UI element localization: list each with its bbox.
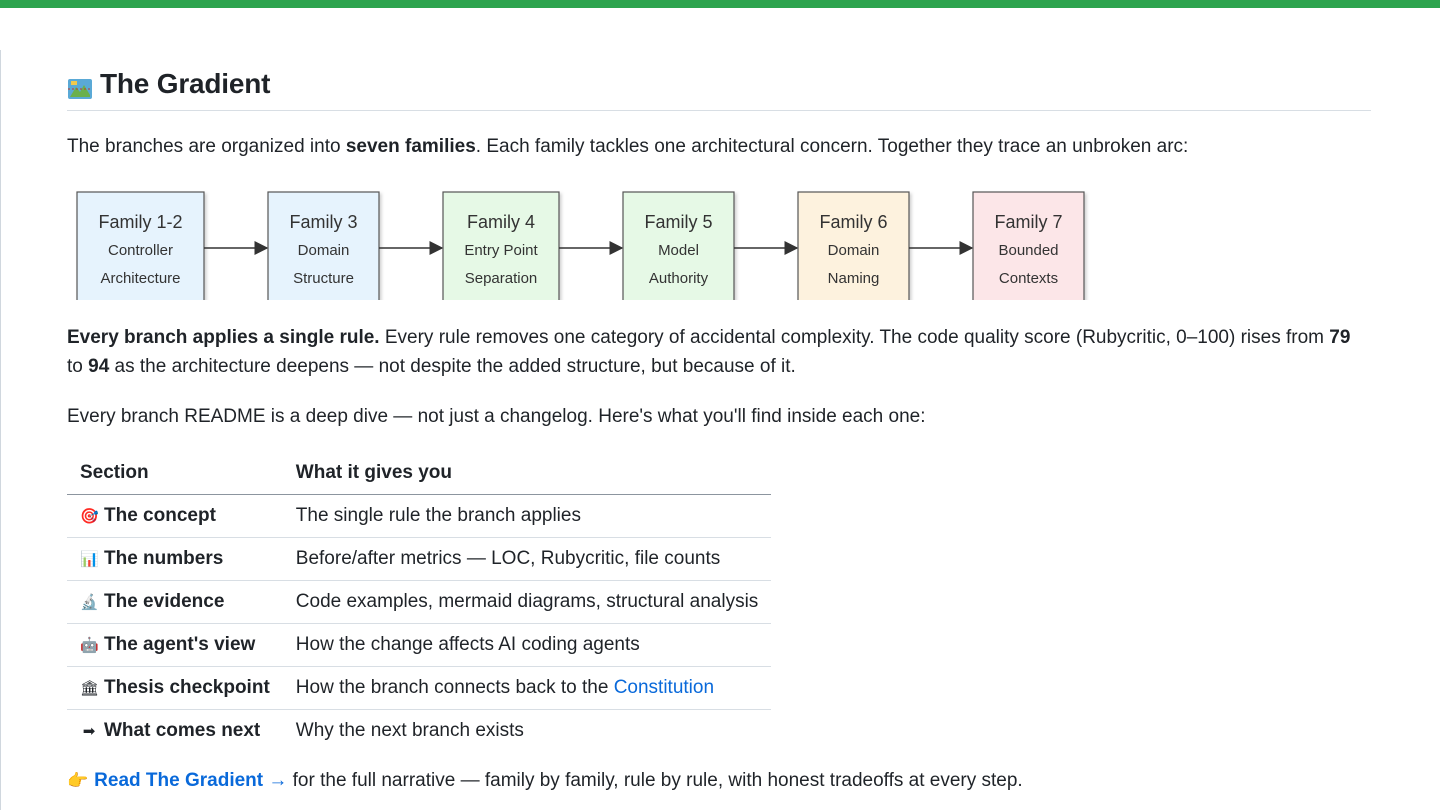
table-row: 🔬 The evidence Code examples, mermaid dia… xyxy=(67,580,772,624)
family-line-2: Separation xyxy=(465,270,538,287)
rule-text-1: Every rule removes one category of accid… xyxy=(379,327,1330,348)
page-title-text: The Gradient xyxy=(100,68,271,99)
table-row: 🤖 The agent's view How the change affects… xyxy=(67,623,772,667)
family-line-1: Model xyxy=(658,242,699,259)
family-line-2: Structure xyxy=(293,270,354,287)
rule-paragraph: Every branch applies a single rule. Ever… xyxy=(67,323,1371,381)
constitution-link[interactable]: Constitution xyxy=(613,677,715,698)
intro-paragraph: The branches are organized into seven fa… xyxy=(67,132,1188,161)
section-name: The agent's view xyxy=(104,634,256,655)
footer-paragraph: 👉 Read The Gradient → for the full narrat… xyxy=(67,766,1023,795)
section-desc: How the change affects AI coding agents xyxy=(282,623,772,667)
family-title: Family 6 xyxy=(819,212,887,232)
family-title: Family 3 xyxy=(289,212,357,232)
family-line-2: Naming xyxy=(828,270,880,287)
table-row: 🎯 The concept The single rule the branch … xyxy=(67,494,772,538)
readme-content: The Gradient The branches are organized … xyxy=(67,64,1371,791)
target-icon: 🎯 xyxy=(80,508,99,525)
page-title: The Gradient xyxy=(67,64,1371,111)
section-desc: Before/after metrics — LOC, Rubycritic, … xyxy=(282,537,772,581)
family-title: Family 5 xyxy=(644,212,712,232)
header-what-it-gives: What it gives you xyxy=(282,452,772,495)
table-header-row: Section What it gives you xyxy=(67,452,772,495)
readme-paragraph: Every branch README is a deep dive — not… xyxy=(67,406,926,427)
family-title: Family 4 xyxy=(467,212,535,232)
family-title: Family 1-2 xyxy=(98,212,182,232)
content-left-border xyxy=(0,50,1,810)
table-row: 🏛Thesis checkpoint How the branch connec… xyxy=(67,666,772,710)
read-the-gradient-link[interactable]: Read The Gradient → xyxy=(94,770,288,791)
section-desc: The single rule the branch applies xyxy=(282,494,772,538)
family-line-1: Domain xyxy=(298,242,350,259)
map-icon xyxy=(67,72,93,99)
section-desc: Code examples, mermaid diagrams, structu… xyxy=(282,580,772,624)
section-name: What comes next xyxy=(104,720,261,741)
section-desc: Why the next branch exists xyxy=(295,720,524,741)
family-line-1: Controller xyxy=(108,242,173,259)
right-arrow-icon: ➡ xyxy=(82,723,96,740)
family-line-2: Contexts xyxy=(999,270,1058,287)
section-name: The evidence xyxy=(104,591,225,612)
robot-icon: 🤖 xyxy=(80,637,99,654)
section-name: Thesis checkpoint xyxy=(104,677,270,698)
classical-building-icon: 🏛 xyxy=(80,680,100,697)
family-line-1: Domain xyxy=(828,242,880,259)
rule-text-3: as the architecture deepens — not despit… xyxy=(109,356,796,377)
section-name: The numbers xyxy=(104,548,224,569)
family-title: Family 7 xyxy=(994,212,1062,232)
family-line-1: Entry Point xyxy=(464,242,538,259)
family-box xyxy=(797,191,910,300)
table-row: ➡ What comes next Why the next branch exi… xyxy=(67,710,771,753)
sections-table: Section What it gives you 🎯 The concept T… xyxy=(67,452,772,753)
intro-after: . Each family tackles one architectural … xyxy=(475,136,1189,157)
score-start: 79 xyxy=(1329,327,1351,348)
microscope-icon: 🔬 xyxy=(80,594,99,611)
family-line-2: Architecture xyxy=(100,270,180,287)
family-box xyxy=(972,191,1085,300)
rule-bold-1: Every branch applies a single rule. xyxy=(67,327,380,348)
section-name: The concept xyxy=(104,505,216,526)
bar-chart-icon: 📊 xyxy=(80,551,99,568)
table-row: 📊 The numbers Before/after metrics — LOC,… xyxy=(67,537,772,581)
footer-text: for the full narrative — family by famil… xyxy=(287,770,1023,791)
family-line-1: Bounded xyxy=(998,242,1058,259)
family-line-2: Authority xyxy=(649,270,709,287)
intro-before: The branches are organized into xyxy=(67,136,346,157)
pointing-hand-icon: 👉 xyxy=(67,771,89,790)
section-desc: How the branch connects back to the xyxy=(295,677,614,698)
header-section: Section xyxy=(67,452,283,495)
intro-bold: seven families xyxy=(345,136,476,157)
family-box xyxy=(442,191,560,300)
top-accent-bar xyxy=(0,0,1440,8)
score-end: 94 xyxy=(88,356,110,377)
rule-text-2: to xyxy=(67,356,89,377)
